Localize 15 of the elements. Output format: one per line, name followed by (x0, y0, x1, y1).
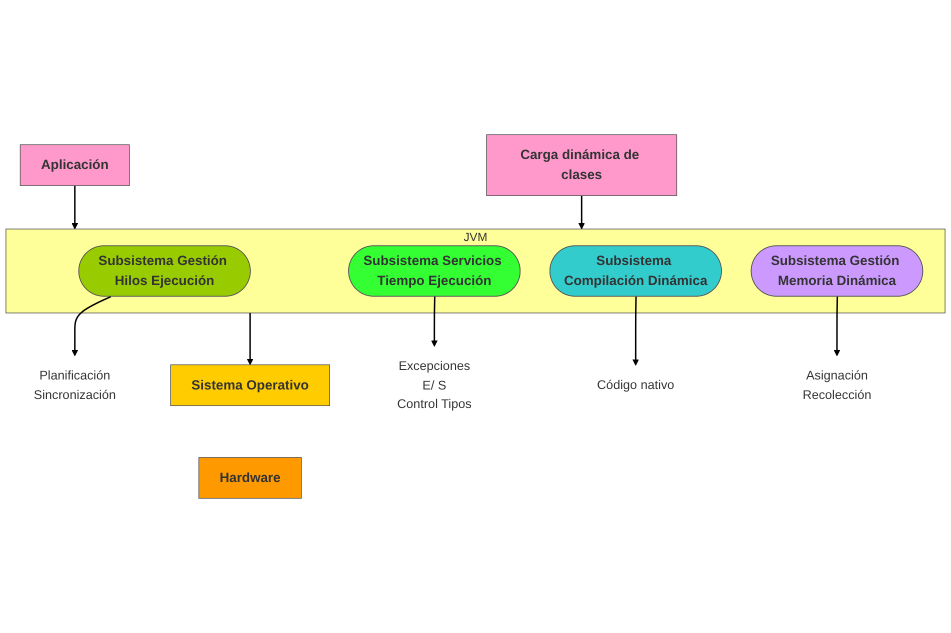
arrow (431, 296, 438, 347)
arrow (72, 186, 78, 230)
arrow (72, 296, 112, 356)
arrow (246, 312, 254, 366)
node-box: Sistema Operativo (170, 364, 330, 406)
node-box: Hardware (198, 457, 302, 499)
node-text: Planificación Sincronización (34, 368, 116, 402)
arrow (632, 296, 639, 366)
node-text: Excepciones E/ S Control Tipos (397, 359, 472, 412)
node-box: Aplicación (20, 144, 130, 186)
node-text: Código nativo (597, 378, 674, 392)
node-box: Carga dinámica de clases (486, 134, 678, 196)
arrow (834, 296, 840, 356)
node-text: Asignación Recolección (802, 368, 872, 402)
arrow (578, 196, 585, 230)
